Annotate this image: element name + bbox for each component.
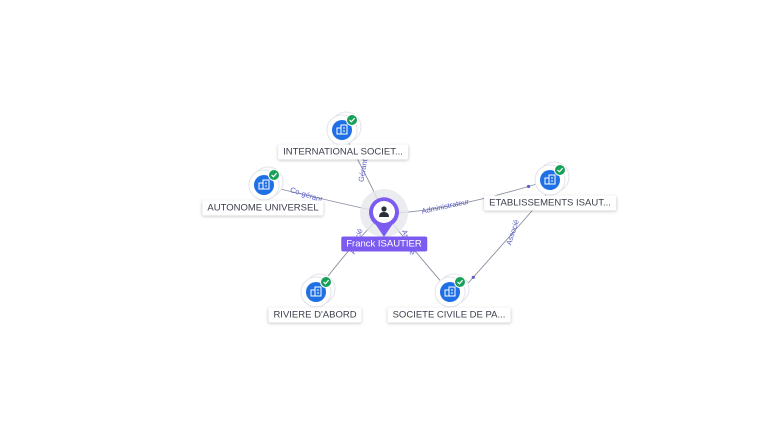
company-label-societe[interactable]: SOCIETE CIVILE DE PA...	[387, 307, 511, 323]
building-icon	[336, 124, 348, 135]
check-mark	[349, 117, 356, 123]
edge-label-international: Gérant	[356, 158, 369, 183]
building-icon	[258, 179, 270, 190]
company-node-riviere[interactable]	[300, 273, 336, 308]
verified-check-icon	[454, 276, 466, 288]
company-label-etablissements[interactable]: ETABLISSEMENTS ISAUT...	[484, 195, 616, 211]
check-mark	[557, 167, 564, 173]
company-label-international[interactable]: INTERNATIONAL SOCIET...	[278, 144, 408, 160]
person-node[interactable]	[360, 189, 408, 237]
person-icon	[379, 206, 389, 217]
person-label[interactable]: Franck ISAUTIER	[341, 236, 427, 252]
building-icon	[310, 286, 322, 297]
verified-check-icon	[320, 276, 332, 288]
company-label-riviere[interactable]: RIVIERE D'ABORD	[268, 307, 362, 323]
company-node-autonome[interactable]	[248, 166, 284, 201]
verified-check-icon	[346, 114, 358, 126]
company-node-etablissements[interactable]	[534, 161, 570, 196]
check-mark	[271, 172, 278, 178]
company-node-international[interactable]	[326, 111, 362, 146]
company-node-societe[interactable]	[434, 273, 470, 308]
building-icon	[444, 286, 456, 297]
edge-label-etablissements-societe: Associé	[504, 218, 521, 246]
nodes-layer	[248, 111, 570, 308]
check-mark	[323, 279, 330, 285]
company-label-autonome[interactable]: AUTONOME UNIVERSEL	[202, 200, 324, 216]
check-mark	[457, 279, 464, 285]
edge-label-etablissements: Administrateur	[421, 197, 471, 216]
verified-check-icon	[554, 164, 566, 176]
edge-etablissements-societe-arrow	[471, 275, 475, 279]
building-icon	[544, 174, 556, 185]
verified-check-icon	[268, 169, 280, 181]
edge-etablissements-arrow	[526, 184, 531, 189]
